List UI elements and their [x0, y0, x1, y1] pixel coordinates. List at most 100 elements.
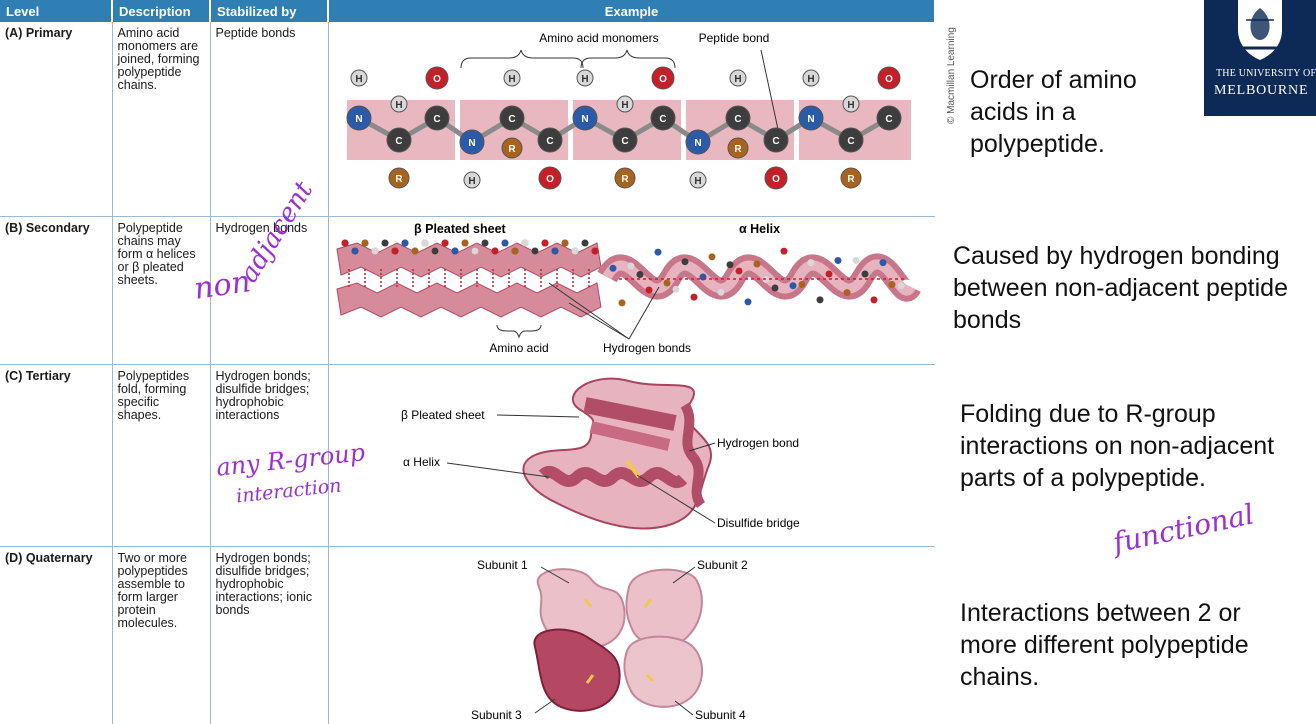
- credit-text: © Macmillan Learning: [946, 27, 957, 124]
- table-row: (D) Quaternary Two or more polypeptides …: [0, 546, 935, 724]
- atom-label: R: [508, 144, 516, 155]
- atom-c: [424, 105, 449, 131]
- atom-c: [876, 105, 901, 131]
- sheet-atom: [551, 247, 558, 254]
- helix-pointer: [446, 462, 549, 477]
- atom-r: [614, 167, 635, 189]
- tertiary-sheet: [589, 420, 670, 451]
- helix-atom: [609, 264, 616, 272]
- sheet-atom: [471, 247, 478, 254]
- sheet-atom: [581, 239, 588, 246]
- label-beta-sheet: β Pleated sheet: [401, 408, 485, 422]
- helix-atom: [771, 284, 778, 291]
- tertiary-helix-right: [679, 401, 705, 508]
- atom-h: [463, 171, 480, 189]
- tertiary-helix: [538, 465, 687, 488]
- image-credit: © Macmillan Learning: [946, 6, 960, 124]
- atom-n: [459, 129, 484, 155]
- atom-label: H: [355, 74, 362, 85]
- atom-o: [538, 166, 561, 190]
- atom-o: [651, 66, 674, 90]
- helix-atom: [672, 285, 679, 293]
- header-example: Example: [328, 0, 936, 22]
- tertiary-sheet: [582, 396, 677, 431]
- stabilized-by-cell: Peptide bonds: [210, 22, 329, 217]
- atom-h: [842, 95, 859, 113]
- helix-atom: [690, 293, 697, 301]
- note-quaternary: Interactions between 2 or more different…: [960, 599, 1249, 691]
- atom-label: O: [885, 74, 893, 85]
- atom-label: H: [395, 100, 402, 111]
- atom-label: N: [694, 138, 701, 149]
- helix-atom: [897, 281, 904, 289]
- disulfide-bridge: [624, 459, 641, 478]
- table-header-row: Level Description Stabilized by Example: [0, 0, 936, 22]
- monomer-bracket: [580, 49, 675, 69]
- atom-r: [501, 137, 522, 159]
- peptide-bond-pointer: [760, 49, 779, 135]
- atom-label: C: [847, 136, 854, 147]
- helix-atom: [780, 247, 787, 255]
- helix-atom: [618, 298, 625, 306]
- description-cell: Polypeptide chains may form α helices or…: [112, 216, 211, 365]
- sheet-atom: [431, 247, 438, 254]
- atom-h: [390, 95, 407, 113]
- monomer-bracket: [460, 49, 583, 69]
- sheet-atom: [401, 239, 408, 246]
- subunit-1-pointer: [540, 566, 569, 583]
- helix-atom: [726, 260, 733, 268]
- disulfide-bridge: [583, 597, 592, 608]
- atom-c: [725, 105, 750, 131]
- helix-atom: [852, 256, 859, 264]
- atom-h: [802, 69, 819, 87]
- disulfide-pointer: [636, 474, 715, 523]
- example-cell: β Pleated sheet α Helix Hydrogen bond Di…: [328, 364, 935, 547]
- sheet-atom: [541, 239, 548, 246]
- atom-h: [689, 171, 706, 189]
- label-disulfide-bridge: Disulfide bridge: [717, 516, 800, 530]
- label-subunit-1: Subunit 1: [477, 558, 528, 572]
- atom-h: [350, 69, 367, 87]
- secondary-structure-figure: β Pleated sheet α Helix Amino acid: [335, 222, 921, 355]
- label-alpha-helix: α Helix: [739, 222, 780, 236]
- atom-label: C: [659, 114, 666, 125]
- sheet-atom: [491, 247, 498, 254]
- level-cell: (C) Tertiary: [0, 364, 113, 547]
- sheet-atom: [391, 247, 398, 254]
- atom-label: R: [621, 174, 629, 185]
- subunit-2-shape: [624, 568, 703, 647]
- logo-line-2: MELBOURNE: [1214, 83, 1309, 98]
- subunit-3-pointer: [534, 698, 555, 713]
- sheet-atom: [451, 247, 458, 254]
- atom-o: [877, 66, 900, 90]
- atom-label: R: [734, 144, 742, 155]
- atom-h: [503, 69, 520, 87]
- atom-label: C: [433, 114, 440, 125]
- sheet-atom: [531, 247, 538, 254]
- atom-n: [346, 105, 371, 131]
- stabilized-by-cell: Hydrogen bonds: [210, 216, 329, 365]
- atom-label: H: [694, 176, 701, 187]
- amino-acid-bracket: [496, 324, 541, 339]
- sheet-atom: [421, 239, 428, 246]
- atom-label: H: [621, 100, 628, 111]
- atom-label: H: [734, 74, 741, 85]
- hbond-pointer: [628, 286, 659, 339]
- atom-label: N: [807, 114, 814, 125]
- label-subunit-3: Subunit 3: [471, 708, 522, 722]
- helix-atom: [843, 288, 850, 296]
- subunit-4-shape: [622, 635, 703, 708]
- atom-c: [838, 127, 863, 153]
- helix-atom: [807, 258, 814, 266]
- helix-atom: [879, 258, 886, 266]
- tertiary-fold: [522, 377, 712, 529]
- subunit-3-shape: [533, 628, 621, 712]
- note-primary: Order of amino acids in a polypeptide.: [970, 66, 1137, 158]
- atom-label: C: [546, 136, 553, 147]
- table-row: (A) Primary Amino acid monomers are join…: [0, 22, 935, 217]
- sheet-atom: [381, 239, 388, 246]
- helix-atom: [636, 270, 643, 278]
- protein-structure-table: Level Description Stabilized by Example …: [0, 0, 936, 724]
